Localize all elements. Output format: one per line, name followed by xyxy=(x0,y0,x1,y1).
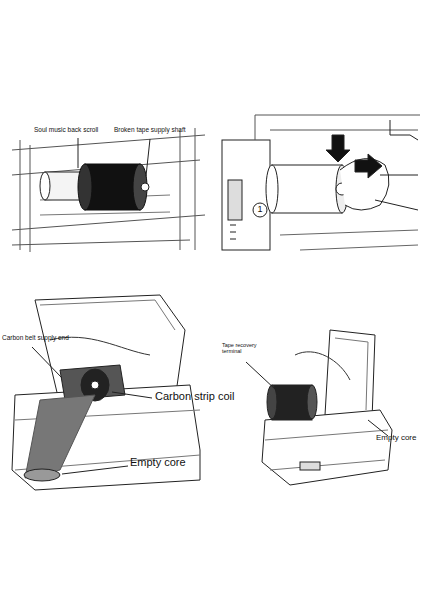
callout-number: 1 xyxy=(254,204,266,214)
part-label: Tape recovery terminal xyxy=(222,342,266,355)
part-label: Empty core xyxy=(130,456,186,469)
printer-coil-figure xyxy=(246,330,392,485)
part-label: Broken tape supply shaft xyxy=(114,126,186,133)
loading-roll-figure xyxy=(222,115,420,250)
ribbon-shaft-figure xyxy=(12,128,205,252)
part-label: Soul music back scroll xyxy=(34,126,98,133)
part-label: Empty core xyxy=(376,433,416,442)
part-label: Carbon belt supply end xyxy=(2,334,69,341)
part-label: Carbon strip coil xyxy=(155,390,234,403)
